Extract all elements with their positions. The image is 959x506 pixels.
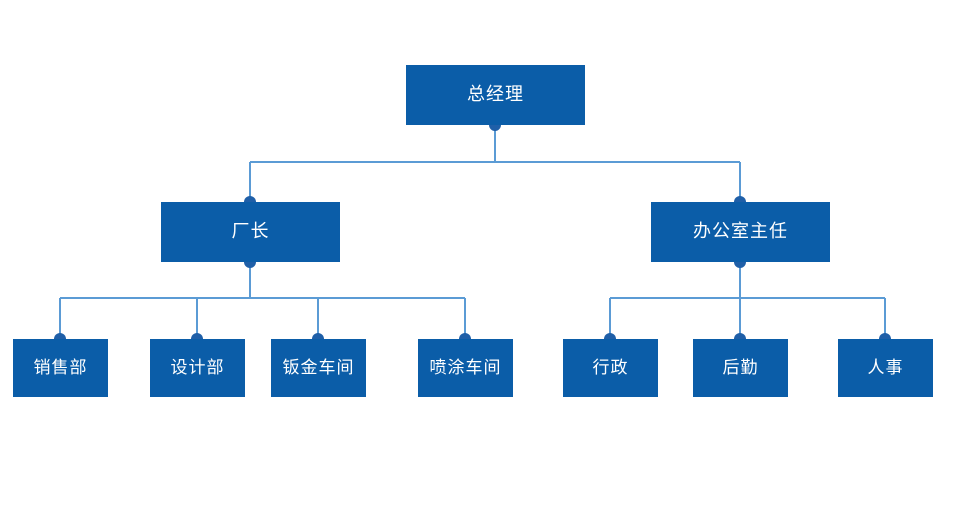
org-node-n4[interactable]: 设计部	[150, 339, 245, 397]
org-node-n8[interactable]: 后勤	[693, 339, 788, 397]
org-node-n3[interactable]: 销售部	[13, 339, 108, 397]
org-node-label: 厂长	[231, 221, 270, 242]
org-node-label: 行政	[592, 357, 629, 377]
org-node-n5[interactable]: 钣金车间	[271, 339, 366, 397]
org-node-label: 办公室主任	[693, 221, 788, 242]
org-node-n0[interactable]: 总经理	[406, 65, 585, 125]
org-node-n9[interactable]: 人事	[838, 339, 933, 397]
org-node-label: 设计部	[170, 357, 225, 377]
org-node-label: 总经理	[467, 84, 524, 105]
org-node-label: 喷涂车间	[429, 357, 502, 377]
org-node-label: 后勤	[722, 357, 759, 377]
org-node-n6[interactable]: 喷涂车间	[418, 339, 513, 397]
org-node-label: 销售部	[33, 357, 88, 377]
org-node-label: 人事	[867, 357, 904, 377]
org-node-label: 钣金车间	[282, 357, 355, 377]
org-node-n1[interactable]: 厂长	[161, 202, 340, 262]
org-node-n2[interactable]: 办公室主任	[651, 202, 830, 262]
org-node-n7[interactable]: 行政	[563, 339, 658, 397]
